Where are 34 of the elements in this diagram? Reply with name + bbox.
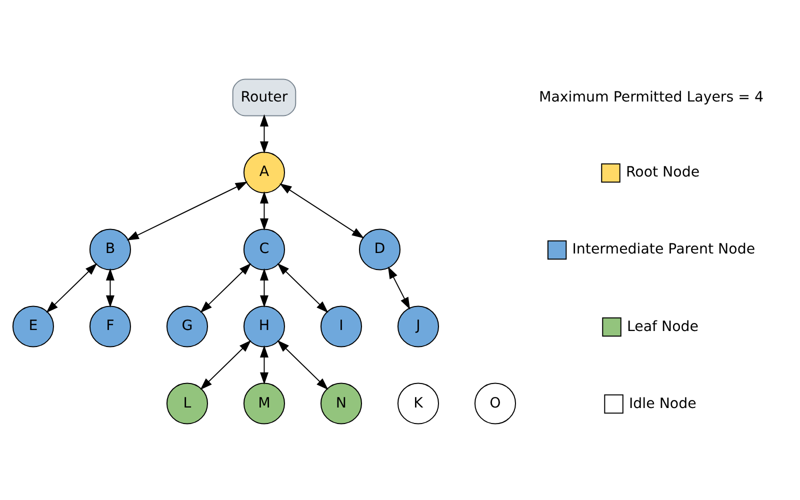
arrow <box>106 268 114 308</box>
arrow <box>260 114 268 154</box>
arrow <box>200 340 252 390</box>
arrow <box>388 266 410 310</box>
node-circle: O <box>474 382 516 424</box>
node-box: Router <box>232 78 296 116</box>
node-circle: J <box>397 305 440 347</box>
arrow <box>260 268 268 308</box>
node-circle: N <box>320 382 362 424</box>
arrow <box>200 262 252 312</box>
node-circle: C <box>243 228 285 270</box>
arrow <box>279 182 364 238</box>
label: Maximum Permitted Layers = 4 <box>539 88 764 105</box>
legend-label: Idle Node <box>628 395 696 412</box>
arrow <box>277 340 328 390</box>
node-circle: L <box>166 382 208 424</box>
arrow <box>260 344 268 384</box>
node-circle: H <box>243 305 285 347</box>
node-circle: I <box>320 305 362 347</box>
node-circle: D <box>358 228 400 270</box>
node-circle: K <box>397 382 440 424</box>
arrow <box>126 181 248 240</box>
legend-label: Intermediate Parent Node <box>572 241 756 258</box>
node-circle: B <box>89 228 131 270</box>
node-circle: E <box>12 305 54 347</box>
arrow <box>277 262 328 312</box>
node-circle: G <box>166 305 208 347</box>
node-circle: F <box>89 305 131 347</box>
legend-label: Root Node <box>626 164 700 180</box>
node-circle: A <box>243 151 285 193</box>
legend-label: Leaf Node <box>626 318 698 334</box>
arrow <box>260 190 268 230</box>
node-circle: M <box>243 382 285 424</box>
arrow <box>46 262 98 312</box>
